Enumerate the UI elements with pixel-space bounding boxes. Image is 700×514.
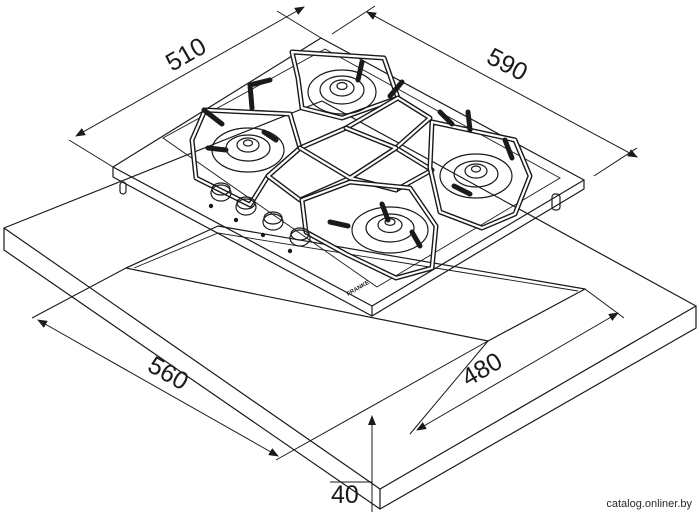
dimension-40: 40 [330, 415, 376, 512]
knob [208, 182, 232, 209]
dimension-510: 510 [68, 6, 322, 168]
dimension-480: 480 [409, 288, 625, 435]
burner-right [439, 153, 513, 199]
watermark: catalog.onliner.by [606, 498, 692, 510]
burner-front [351, 206, 429, 254]
knob [233, 196, 257, 223]
hob-foot [551, 193, 561, 211]
dim-label-510: 510 [161, 32, 211, 77]
brand-logo: FRANKE [346, 280, 371, 298]
dim-label-590: 590 [482, 43, 532, 87]
knob [260, 211, 284, 238]
worktop-cutout [125, 225, 586, 342]
worktop [3, 100, 697, 510]
dimension-560: 560 [31, 267, 489, 461]
burners [211, 69, 513, 254]
dimension-590: 590 [331, 5, 638, 177]
burner-back [307, 69, 377, 115]
control-knobs [208, 182, 311, 254]
hob-foot [119, 181, 127, 195]
knob [287, 227, 311, 254]
dim-label-40: 40 [331, 481, 359, 509]
dim-label-560: 560 [143, 351, 193, 396]
